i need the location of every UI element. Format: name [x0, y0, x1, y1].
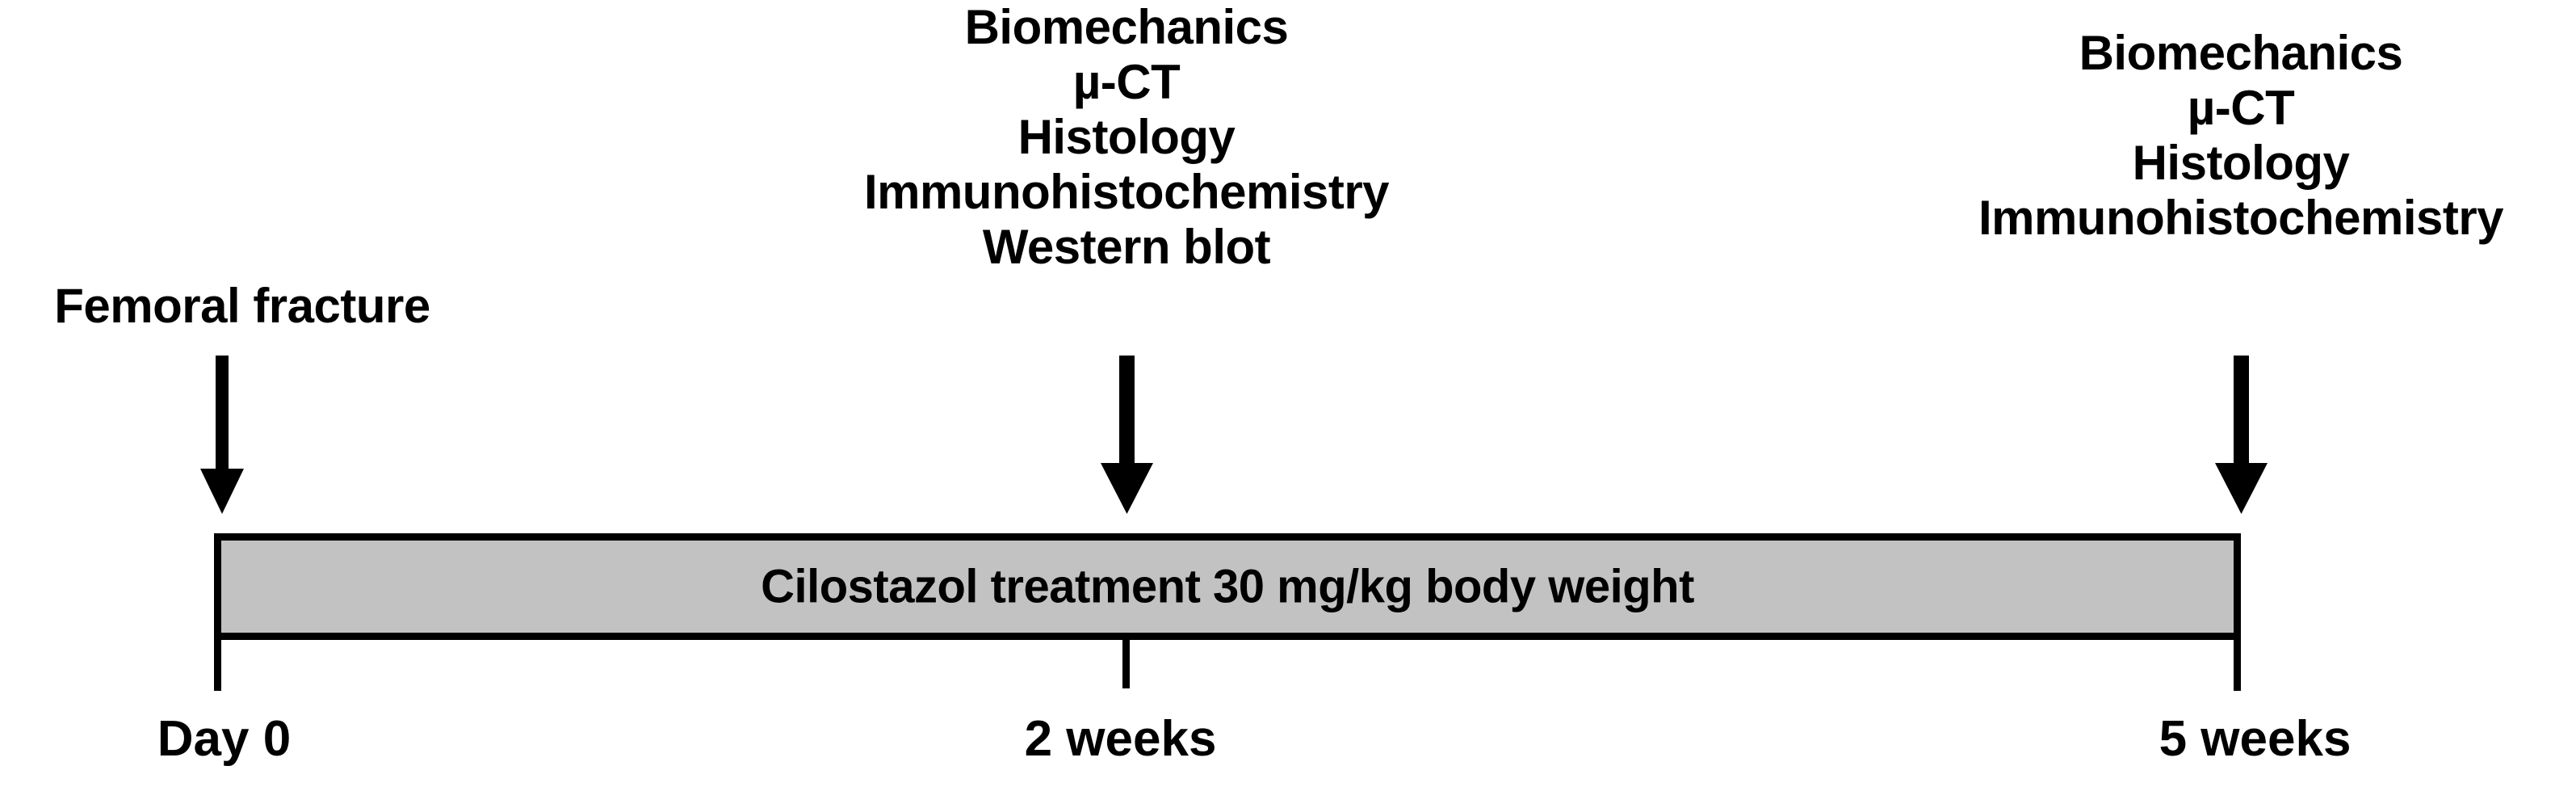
annotation-center-line-1: Biomechanics [964, 0, 1289, 54]
tick-week5 [2234, 633, 2241, 691]
annotation-center-line-4: Immunohistochemistry [863, 165, 1390, 219]
annotation-left-line-1: Femoral fracture [54, 279, 430, 333]
tick-week2 [1122, 638, 1130, 688]
annotation-center-line-5: Western blot [982, 220, 1271, 274]
annotation-center-line-2: µ-CT [1072, 55, 1181, 109]
annotation-center-line-3: Histology [1017, 110, 1236, 164]
arrow-down-icon-week2 [1097, 356, 1157, 517]
arrow-down-icon-day0 [194, 356, 250, 517]
treatment-bar: Cilostazol treatment 30 mg/kg body weigh… [214, 533, 2241, 640]
tick-day0 [214, 633, 221, 691]
axis-label-day0: Day 0 [157, 711, 292, 767]
axis-label-week2: 2 weeks [1024, 711, 1217, 767]
arrow-down-icon-week5 [2211, 356, 2272, 517]
annotation-right-line-1: Biomechanics [2079, 26, 2403, 80]
annotation-right: Biomechanics µ-CT Histology Immunohistoc… [1902, 26, 2576, 246]
annotation-right-line-4: Immunohistochemistry [1978, 191, 2504, 245]
axis-label-week5: 5 weeks [2159, 711, 2352, 767]
annotation-right-line-3: Histology [2132, 136, 2350, 190]
annotation-center: Biomechanics µ-CT Histology Immunohistoc… [319, 0, 1934, 275]
treatment-bar-label: Cilostazol treatment 30 mg/kg body weigh… [761, 560, 1694, 613]
annotation-right-line-2: µ-CT [2187, 81, 2295, 135]
annotation-left: Femoral fracture [0, 279, 485, 334]
